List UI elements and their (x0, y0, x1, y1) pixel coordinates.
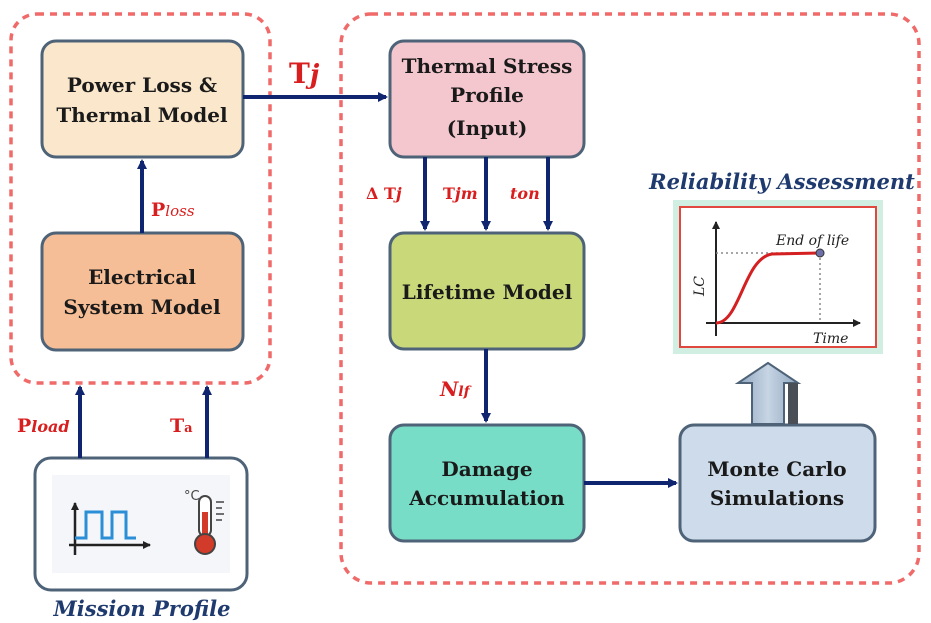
label-tj: Tj (289, 57, 320, 90)
electrical-line2: System Model (63, 295, 221, 319)
right-group-border (339, 12, 921, 585)
label-tjm: Tjm (443, 184, 478, 203)
lifetime-line1: Lifetime Model (402, 280, 573, 304)
damage-accumulation-box: Damage Accumulation (388, 423, 586, 543)
monte-carlo-simulations-box: Monte Carlo Simulations (678, 423, 877, 543)
damage-line1: Damage (441, 457, 532, 481)
big-up-arrow (734, 361, 802, 425)
thermometer-icon: °C (184, 489, 224, 555)
thermal-stress-line1: Thermal Stress (402, 54, 573, 78)
mission-profile-caption: Mission Profile (53, 596, 231, 621)
power-loss-line2: Thermal Model (56, 103, 228, 127)
damage-line2: Accumulation (408, 486, 565, 510)
electrical-line1: Electrical (88, 265, 196, 289)
lifetime-model-box: Lifetime Model (388, 231, 586, 351)
electrical-system-model-box: Electrical System Model (40, 231, 245, 352)
left-group-border (9, 12, 272, 385)
label-pload: Pload (17, 415, 70, 437)
thermal-stress-profile-box: Thermal Stress Profile (Input) (388, 39, 586, 159)
label-ploss: Ploss (151, 199, 195, 221)
label-ta: Ta (170, 415, 193, 437)
power-loss-line1: Power Loss & (67, 73, 217, 97)
monte-carlo-line2: Simulations (710, 486, 844, 510)
mission-profile-box: °C (33, 456, 249, 592)
pulse-waveform-icon (69, 502, 151, 555)
label-nlf: Nlf (439, 377, 473, 401)
reliability-assessment-caption: Reliability Assessment (648, 169, 915, 194)
lc-axis-label: LC (692, 276, 708, 297)
thermal-stress-line2: Profile (450, 83, 524, 107)
label-ton: ton (510, 184, 540, 203)
label-delta-tj: Δ Tj (366, 184, 402, 203)
monte-carlo-line1: Monte Carlo (707, 457, 846, 481)
end-of-life-label: End of life (775, 233, 849, 249)
reliability-chart-panel: End of life Time LC (673, 200, 883, 354)
end-of-life-marker (815, 248, 825, 258)
thermal-stress-line3: (Input) (447, 116, 528, 140)
power-loss-thermal-model-box: Power Loss & Thermal Model (40, 39, 245, 159)
time-axis-label: Time (813, 331, 848, 347)
lc-curve (715, 251, 821, 325)
degree-label: °C (184, 489, 200, 504)
